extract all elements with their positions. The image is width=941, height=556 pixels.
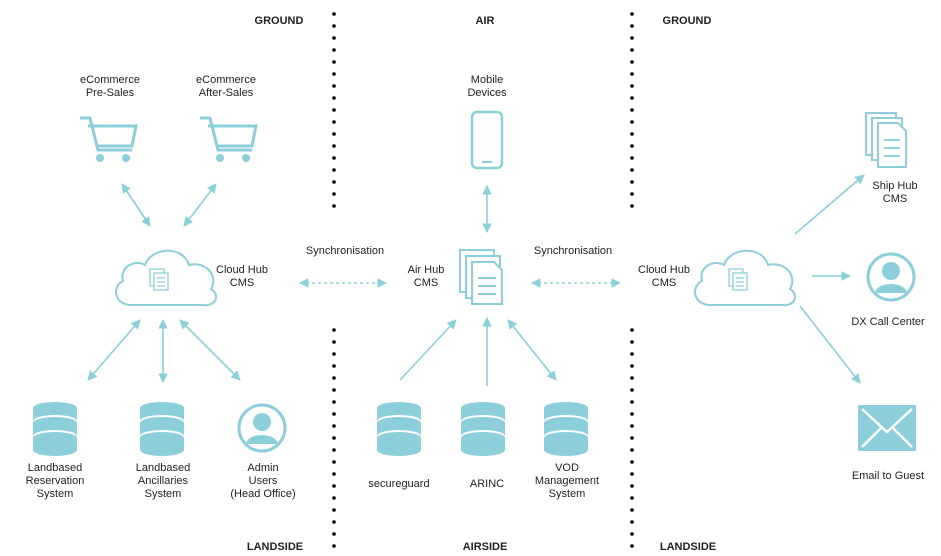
database-icon	[461, 402, 505, 456]
link-email-guest	[799, 305, 861, 384]
sync-label-right: Synchronisation	[533, 245, 613, 257]
zone-divider-left	[332, 12, 336, 548]
node-label-ecommerce-after-sales: eCommerce After-Sales	[196, 74, 256, 99]
node-label-air-hub: Air Hub CMS	[407, 264, 445, 289]
node-label-mobile-devices: Mobile Devices	[467, 74, 507, 99]
envelope-icon	[858, 405, 916, 451]
zone-label-landside-left: LANDSIDE	[246, 541, 304, 553]
node-label-dx-call-center: DX Call Center	[851, 316, 925, 328]
node-label-email-to-guest: Email to Guest	[851, 470, 925, 482]
cloud-icon	[694, 249, 797, 307]
documents-icon	[865, 112, 907, 168]
node-label-ship-hub: Ship Hub CMS	[872, 180, 918, 205]
node-label-cloud-hub-left: Cloud Hub CMS	[216, 264, 268, 289]
link-ecom-after	[183, 183, 217, 227]
node-label-cloud-hub-right: Cloud Hub CMS	[638, 264, 690, 289]
link-admin-users	[179, 319, 241, 381]
cart-icon	[78, 116, 138, 164]
link-ecom-pre	[121, 183, 151, 227]
link-ship-hub	[794, 174, 865, 235]
zone-label-ground-right: GROUND	[662, 15, 712, 27]
user-icon	[866, 252, 916, 302]
documents-icon	[459, 249, 503, 305]
zone-label-landside-right: LANDSIDE	[659, 541, 717, 553]
node-label-arinc: ARINC	[469, 478, 505, 490]
zone-label-ground-left: GROUND	[254, 15, 304, 27]
node-label-ecommerce-pre-sales: eCommerce Pre-Sales	[80, 74, 140, 99]
zone-label-air: AIR	[475, 15, 495, 27]
node-label-vod-management: VOD Management System	[534, 462, 600, 500]
cart-icon	[198, 116, 258, 164]
zone-divider-right	[630, 12, 634, 548]
mobile-device-icon	[470, 110, 504, 170]
zone-label-airside: AIRSIDE	[462, 541, 508, 553]
node-label-admin-users: Admin Users (Head Office)	[230, 462, 296, 500]
sync-label-left: Synchronisation	[305, 245, 385, 257]
node-label-reservation-system: Landbased Reservation System	[25, 462, 85, 500]
link-res-system	[87, 319, 141, 381]
database-icon	[33, 402, 77, 456]
user-icon	[237, 403, 287, 453]
database-icon	[377, 402, 421, 456]
cloud-icon	[115, 249, 218, 307]
node-label-ancillaries-system: Landbased Ancillaries System	[135, 462, 191, 500]
node-label-secureguard: secureguard	[368, 478, 430, 490]
link-vod	[507, 319, 557, 381]
database-icon	[140, 402, 184, 456]
database-icon	[544, 402, 588, 456]
link-secureguard	[399, 319, 457, 381]
